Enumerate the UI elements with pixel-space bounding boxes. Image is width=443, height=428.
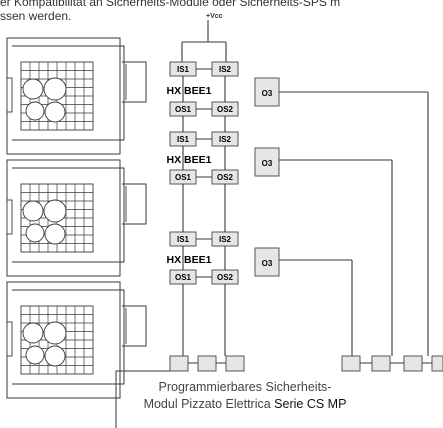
sensor-grid-1 [20,61,94,131]
pin-is1-2: IS1 [169,131,197,147]
svg-text:OS1: OS1 [175,105,192,114]
module-label-3: HX BEE1 [167,254,212,266]
svg-text:OS1: OS1 [175,173,192,182]
pin-os2-2: OS2 [211,169,239,185]
pin-is2-1: IS2 [211,61,239,77]
header-text-line1: er Kompatibilität an Sicherheits-Module … [0,0,341,9]
sensor-module-3: IS1 IS2 HX BEE1 OS1 OS2 O3 [6,231,352,399]
pin-is1-1: IS1 [169,61,197,77]
svg-text:OS2: OS2 [217,273,234,282]
pin-os2-3: OS2 [211,269,239,285]
svg-text:IS2: IS2 [219,135,232,144]
svg-text:IS1: IS1 [177,235,190,244]
bus-lines [182,76,429,356]
module-label-2: HX BEE1 [167,154,212,166]
pin-o3-3: O3 [254,247,280,277]
header-text-line2: ssen werden. [0,9,72,23]
svg-text:O3: O3 [262,159,273,168]
pin-o3-2: O3 [254,147,280,177]
svg-text:IS1: IS1 [177,135,190,144]
series-name: Serie CS MP [274,397,347,411]
pin-is2-2: IS2 [211,131,239,147]
svg-text:IS2: IS2 [219,235,232,244]
pin-o3-1: O3 [254,77,280,107]
svg-text:IS1: IS1 [177,65,190,74]
svg-text:O3: O3 [262,259,273,268]
svg-text:OS2: OS2 [217,173,234,182]
sensor-module-2: IS1 IS2 HX BEE1 OS1 OS2 O3 [6,131,392,277]
controller-caption-line2: Modul Pizzato Elettrica Serie CS MP [143,397,347,411]
svg-text:O3: O3 [262,89,273,98]
sensor-grid-2 [20,183,94,253]
pin-os1-1: OS1 [169,101,197,117]
svg-text:OS2: OS2 [217,105,234,114]
controller-terminals [169,355,443,372]
svg-text:OS1: OS1 [175,273,192,282]
supply-label: +Vcc [206,13,223,20]
svg-text:IS2: IS2 [219,65,232,74]
sensor-grid-3 [20,305,94,375]
module-label-1: HX BEE1 [167,85,212,97]
pin-os1-3: OS1 [169,269,197,285]
controller-caption-line1: Programmierbares Sicherheits- [158,380,332,394]
sensor-module-1: IS1 IS2 HX BEE1 OS1 OS2 O3 [6,37,428,155]
pin-os2-1: OS2 [211,101,239,117]
pin-is2-3: IS2 [211,231,239,247]
pin-is1-3: IS1 [169,231,197,247]
pin-os1-2: OS1 [169,169,197,185]
